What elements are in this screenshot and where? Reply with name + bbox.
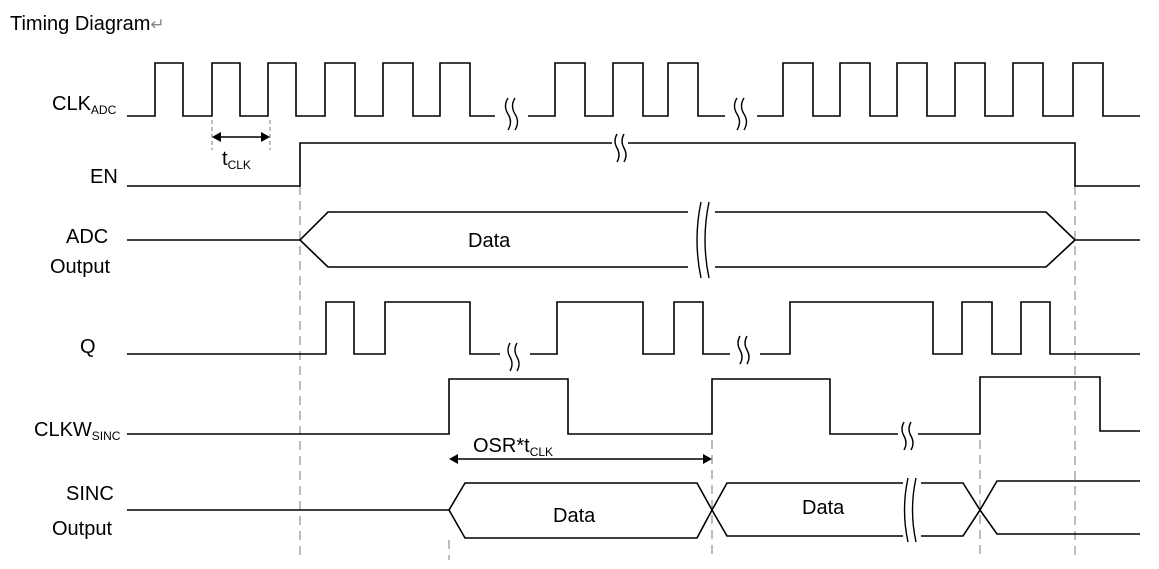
adc-output-label-1: ADC (66, 226, 108, 248)
sinc-output-bus (127, 480, 1140, 539)
clkw-sinc-waveform (127, 376, 1140, 435)
osr-annotation: OSR*tCLK (449, 435, 712, 464)
adc-data-label: Data (468, 230, 511, 252)
tclk-annotation: tCLK (211, 120, 271, 172)
sinc-data-label-1: Data (553, 505, 596, 527)
en-break (614, 133, 627, 163)
q-waveform (127, 301, 1140, 355)
guide-lines (299, 186, 1076, 560)
sinc-break (903, 477, 917, 543)
tclk-label: tCLK (222, 148, 251, 172)
clkw-break (901, 421, 914, 451)
diagram-title: Timing Diagram↵ (10, 13, 165, 35)
sinc-output-label-1: SINC (66, 483, 114, 505)
adc-output-bus (127, 211, 1140, 268)
sinc-data-label-2: Data (802, 497, 845, 519)
en-label: EN (90, 166, 118, 188)
adc-break (696, 201, 710, 279)
q-break-2 (737, 335, 750, 365)
clkw-sinc-label: CLKWSINC (34, 419, 121, 443)
clk-break-1 (504, 97, 519, 131)
osr-label: OSR*tCLK (473, 435, 553, 459)
q-label: Q (80, 336, 96, 358)
clk-break-2 (733, 97, 748, 131)
sinc-output-label-2: Output (52, 518, 112, 540)
q-break-1 (507, 342, 520, 372)
clk-adc-waveform (127, 62, 1140, 117)
clk-adc-label: CLKADC (52, 93, 117, 117)
en-waveform (127, 142, 1140, 187)
adc-output-label-2: Output (50, 256, 110, 278)
